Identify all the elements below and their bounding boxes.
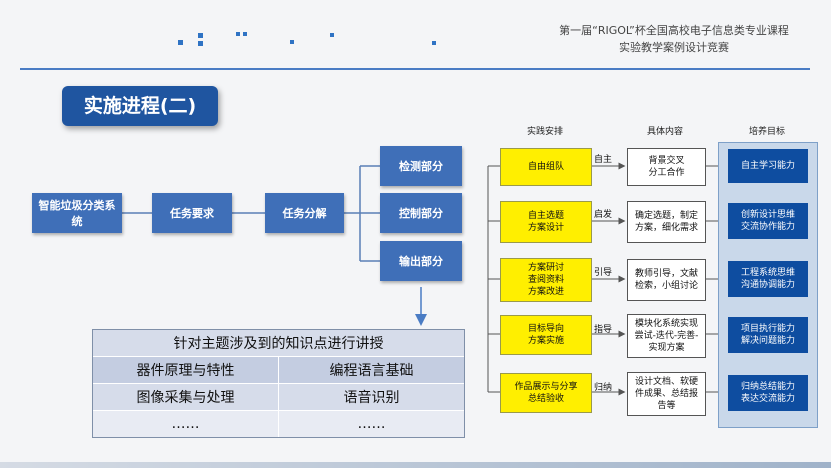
content-box: 背景交叉 分工合作 [627, 148, 706, 186]
content-box: 模块化系统实现 尝试-迭代-完善- 实现方案 [627, 314, 706, 358]
goal-box: 自主学习能力 [728, 149, 808, 183]
flow-decompose-box: 任务分解 [265, 193, 344, 233]
header-dot [198, 41, 203, 46]
goal-box: 工程系统思维 沟通协调能力 [728, 261, 808, 297]
knowledge-table: 针对主题涉及到的知识点进行讲授 器件原理与特性 编程语言基础 图像采集与处理 语… [92, 329, 465, 438]
content-box: 设计文档、软硬 件成果、总结报 告等 [627, 372, 706, 416]
goal-box: 创新设计思维 交流协作能力 [728, 203, 808, 239]
header-dot [178, 40, 183, 45]
column-header-content: 具体内容 [646, 127, 683, 137]
stage-box: 自主选题 方案设计 [500, 201, 592, 243]
table-row: 器件原理与特性 编程语言基础 [93, 356, 464, 383]
stage-verb: 指导 [594, 325, 613, 335]
header-dot [330, 33, 334, 37]
stage-verb: 自主 [594, 155, 613, 165]
table-row: …… …… [93, 410, 464, 437]
header-dot [290, 40, 294, 44]
page-title: 实施进程(二) [62, 86, 218, 126]
flow-part-output: 输出部分 [380, 241, 462, 281]
stage-verb: 引导 [594, 268, 613, 278]
flow-part-detect: 检测部分 [380, 146, 462, 186]
stage-verb: 启发 [594, 210, 613, 220]
knowledge-table-heading-row: 针对主题涉及到的知识点进行讲授 [93, 330, 464, 356]
stage-box: 目标导向 方案实施 [500, 315, 592, 355]
table-row: 图像采集与处理 语音识别 [93, 383, 464, 410]
header-divider [20, 68, 810, 70]
header-dot [198, 33, 203, 38]
content-box: 确定选题，制定 方案，细化需求 [627, 201, 706, 243]
table-cell: 图像采集与处理 [136, 390, 235, 406]
table-cell: …… [171, 416, 200, 432]
goal-box: 项目执行能力 解决问题能力 [728, 317, 808, 353]
column-header-goal: 培养目标 [748, 127, 785, 137]
stage-verb: 归纳 [594, 383, 613, 393]
knowledge-table-heading: 针对主题涉及到的知识点进行讲授 [173, 336, 384, 352]
content-box: 教师引导，文献 检索，小组讨论 [627, 259, 706, 301]
column-header-practice: 实践安排 [526, 127, 563, 137]
header-dot [236, 32, 240, 36]
goal-box: 归纳总结能力 表达交流能力 [728, 375, 808, 411]
stage-box: 方案研讨 查阅资料 方案改进 [500, 258, 592, 302]
table-cell: 编程语言基础 [278, 357, 464, 383]
table-cell: 器件原理与特性 [136, 363, 235, 379]
table-cell: 语音识别 [278, 384, 464, 410]
stage-box: 自由组队 [500, 148, 592, 186]
bottom-bar [0, 462, 831, 468]
header-line-2: 实验教学案例设计竞赛 [619, 41, 729, 54]
table-cell: …… [278, 411, 464, 437]
header-dot [432, 41, 436, 45]
flow-requirement-box: 任务要求 [152, 193, 232, 233]
flow-root-box: 智能垃圾分类系统 [32, 193, 122, 233]
flow-part-control: 控制部分 [380, 193, 462, 233]
stage-box: 作品展示与分享 总结验收 [500, 373, 592, 413]
header-dot [243, 32, 247, 36]
header-line-1: 第一届“RIGOL”杯全国高校电子信息类专业课程 [559, 24, 789, 37]
